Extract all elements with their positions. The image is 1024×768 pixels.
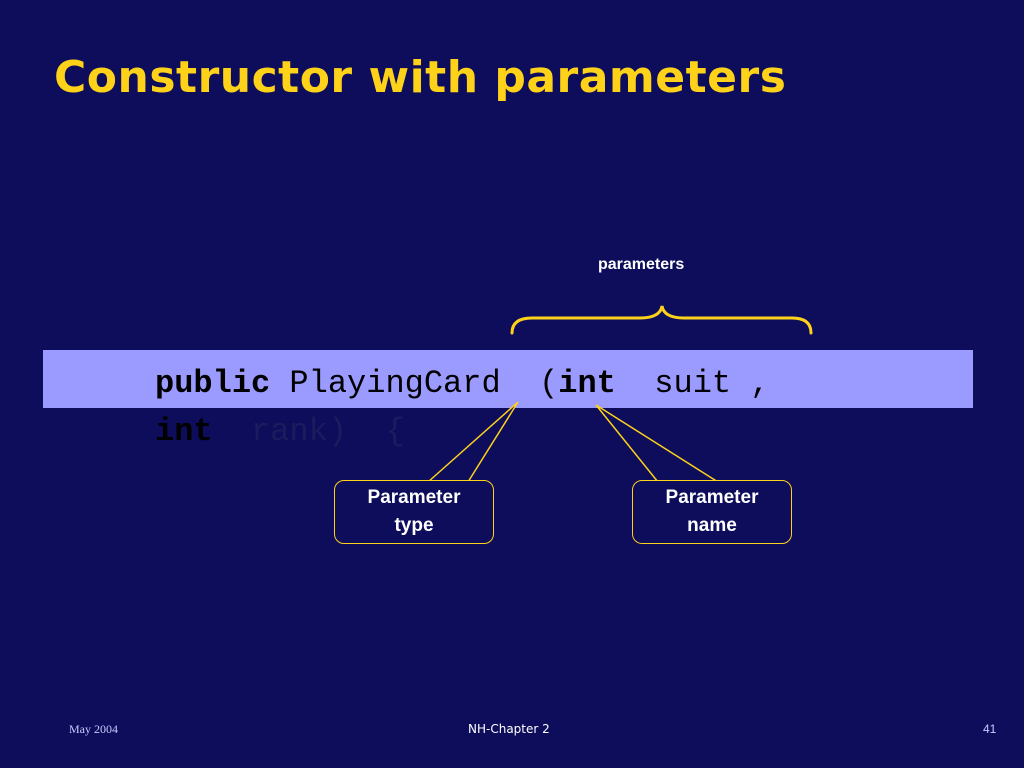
param-rank: rank) xyxy=(251,413,348,450)
callout-name-line2: name xyxy=(687,515,737,536)
name-callout-pointer xyxy=(595,404,719,483)
parameters-brace-label: parameters xyxy=(598,256,685,273)
parameters-curly-brace xyxy=(510,305,813,335)
footer-page-number: 41 xyxy=(983,722,997,736)
keyword-public: public xyxy=(155,365,271,402)
type-callout-pointer xyxy=(427,401,519,483)
slide-title: Constructor with parameters xyxy=(54,52,787,103)
callout-type-line1: Parameter xyxy=(367,487,461,508)
constructor-code-snippet: public PlayingCard (int suit , int rank)… xyxy=(155,360,770,456)
callout-parameter-type: Parameter type xyxy=(334,480,494,544)
callout-parameter-name: Parameter name xyxy=(632,480,792,544)
param-suit: suit xyxy=(654,365,732,402)
class-name: PlayingCard xyxy=(289,365,501,402)
keyword-int-rank: int xyxy=(155,413,213,450)
callout-type-line2: type xyxy=(394,515,434,536)
comma: , xyxy=(750,365,770,402)
open-brace: { xyxy=(385,413,405,450)
callout-name-line1: Parameter xyxy=(665,487,759,508)
footer-date: May 2004 xyxy=(69,722,118,736)
code-highlight-bar xyxy=(43,350,973,408)
footer-chapter: NH-Chapter 2 xyxy=(468,722,550,736)
open-paren: ( xyxy=(539,365,559,402)
keyword-int-suit: int xyxy=(558,365,616,402)
